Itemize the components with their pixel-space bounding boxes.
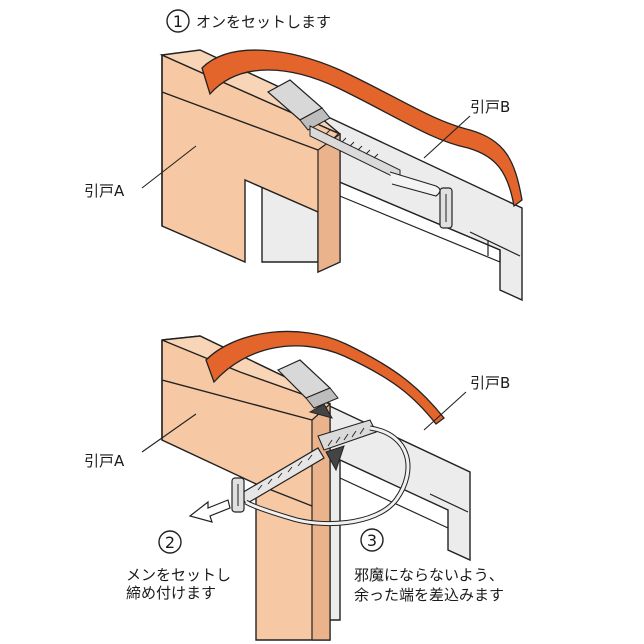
step-2-badge (158, 530, 182, 554)
leader-door-a-top (141, 145, 197, 189)
panel-step-1: 1 オンをセットします 引戸A 引戸B (84, 9, 523, 302)
door-b-label-top: 引戸B (470, 98, 510, 116)
orange-band-top (201, 49, 523, 208)
pull-arrow (188, 499, 231, 523)
tie-assembly-top (266, 79, 453, 229)
door-a-label-top: 引戸A (84, 182, 125, 200)
leader-door-b-top (423, 115, 471, 159)
orange-band-bottom (205, 330, 445, 425)
step-3-line-2: 余った端を差込みます (354, 586, 504, 604)
leader-door-b-bottom (423, 391, 467, 431)
step-3-label: 3 邪魔にならないよう、 余った端を差込みます (354, 528, 504, 604)
panel-steps-2-3: 引戸A 引戸B 2 メンをセットし 締め付けます 3 邪魔にならないよう、 余っ… (84, 330, 510, 641)
step-1-text: オンをセットします (196, 13, 331, 31)
step-2-label: 2 メンをセットし 締め付けます (126, 530, 231, 602)
door-b-label-bottom: 引戸B (470, 374, 510, 392)
step-1-badge (166, 9, 190, 33)
step-1-number: 1 (173, 12, 183, 31)
tie-assembly-bottom (231, 359, 411, 527)
leader-door-a-bottom (141, 413, 197, 453)
step-3-number: 3 (367, 531, 377, 550)
step-2-number: 2 (165, 533, 175, 552)
step-3-badge (360, 528, 384, 552)
door-a-label-bottom: 引戸A (84, 452, 125, 470)
step-3-line-1: 邪魔にならないよう、 (354, 566, 504, 584)
step-2-line-1: メンをセットし (126, 566, 231, 584)
step-2-line-2: 締め付けます (126, 584, 216, 602)
step-1-label: 1 オンをセットします (166, 9, 331, 33)
